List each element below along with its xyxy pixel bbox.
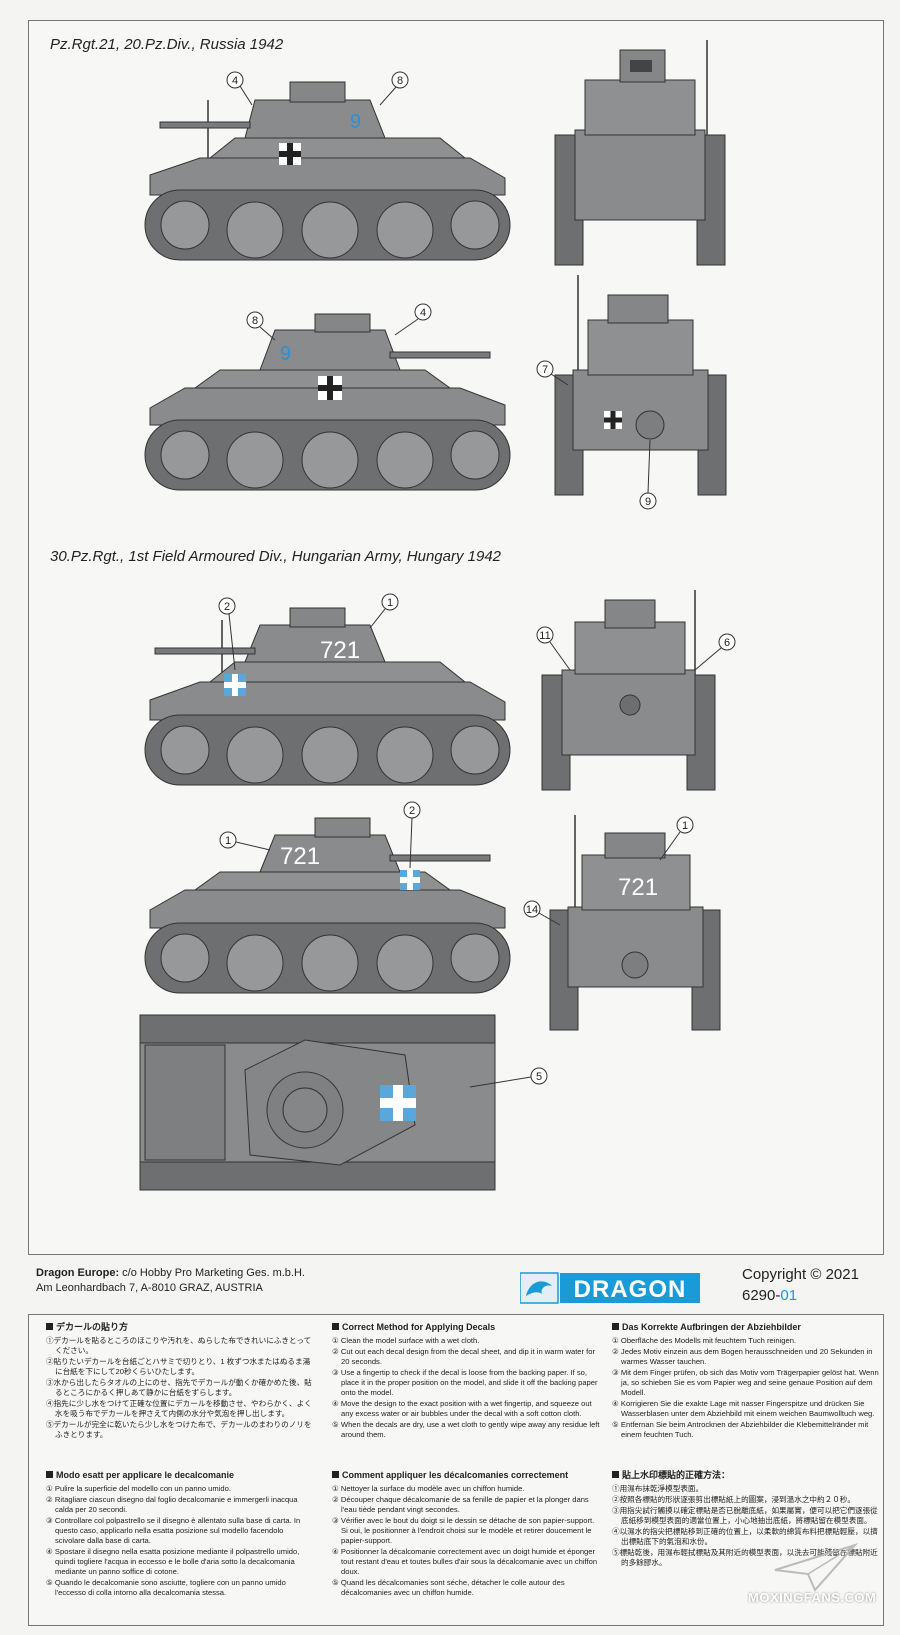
callout-marker: 8 — [397, 75, 403, 87]
product-code-suffix: 01 — [780, 1287, 798, 1304]
company-address: Dragon Europe: c/o Hobby Pro Marketing G… — [36, 1266, 305, 1296]
watermark: MOXINGFANS.COM — [748, 1590, 877, 1605]
instruction-step: ④指先に少し水をつけて正確な位置にデカールを移動させ、やわらかく、よく水を吸う布… — [46, 1399, 312, 1418]
instruction-step: ③ Vérifier avec le bout du doigt si le d… — [332, 1516, 595, 1545]
tank-top-view: 5 — [139, 1014, 548, 1191]
instruction-step: ① Oberfläche des Modells mit feuchtem Tu… — [612, 1336, 797, 1345]
instructions-english: Correct Method for Applying Decals ① Cle… — [332, 1322, 600, 1441]
instruction-step: ⑤デカールが完全に乾いたら少し水をつけた布で、デカールのまわりのノリをふきとりま… — [46, 1420, 312, 1439]
instruction-step: ③ Controllare col polpastrello se il dis… — [46, 1516, 301, 1545]
tank-side-view-2: 9 8 4 — [144, 303, 511, 491]
instructions-italian: Modo esatt per applicare le decalcomanie… — [46, 1470, 314, 1599]
instruction-step: ④ Positionner la décalcomanie correcteme… — [332, 1547, 598, 1576]
logo-text: DRAGON — [574, 1276, 687, 1303]
instruction-step: ⑤ Quando le decalcomanie sono asciutte, … — [46, 1578, 286, 1597]
product-code-prefix: 6290- — [742, 1287, 781, 1304]
callout-marker: 8 — [252, 315, 258, 327]
address-line-2: Am Leonhardbach 7, A-8010 GRAZ, AUSTRIA — [36, 1282, 263, 1294]
instruction-step: ②貼りたいデカールを台紙ごとハサミで切りとり、1 枚ずつ水またはぬるま湯に台紙を… — [46, 1357, 311, 1376]
instruction-step: ③ Mit dem Finger prüfen, ob sich das Mot… — [612, 1368, 879, 1397]
instruction-step: ①デカールを貼るところのほこりや汚れを、ぬらした布できれいにふきとってください。 — [46, 1336, 312, 1355]
instruction-step: ⑤ Quand les décalcomanies sont séche, dé… — [332, 1578, 565, 1597]
callout-marker: 4 — [420, 307, 426, 319]
callout-marker: 4 — [232, 75, 238, 87]
instruction-step: ⑤ Entfernan Sie beim Antrocknen der Abzi… — [612, 1420, 869, 1439]
instruction-step: ② Ritagliare ciascun disegno dal foglio … — [46, 1495, 298, 1514]
instruction-step: ⑤ When the decals are dry, use a wet clo… — [332, 1420, 600, 1439]
turret-number-721: 721 — [280, 843, 320, 870]
instruction-step: ⑤標貼乾後，用濕布輕拭標貼及其附近的模型表面，以洗去可能殘留在標貼附近的多餘膠水… — [612, 1548, 878, 1567]
tank-side-view-4: 721 1 2 — [144, 801, 511, 994]
section-title-german: Pz.Rgt.21, 20.Pz.Div., Russia 1942 — [50, 36, 284, 53]
section-title-hungarian: 30.Pz.Rgt., 1st Field Armoured Div., Hun… — [50, 548, 502, 565]
instructions-title: 貼上水印標貼的正確方法： — [622, 1470, 731, 1480]
instructions-german: Das Korrekte Aufbringen der Abziehbilder… — [612, 1322, 880, 1441]
callout-marker: 5 — [536, 1071, 542, 1083]
instruction-step: ①用濕布抹乾淨模型表面。 — [612, 1484, 704, 1493]
callout-marker: 9 — [645, 496, 651, 508]
callout-marker: 1 — [682, 820, 688, 832]
tank-front-view-2: 11 6 — [536, 590, 736, 791]
instructions-title: Comment appliquer les décalcomanies corr… — [342, 1470, 569, 1480]
instruction-step: ④ Spostare il disegno nella esatta posiz… — [46, 1547, 300, 1576]
callout-marker: 2 — [224, 601, 230, 613]
callout-marker: 7 — [542, 364, 548, 376]
company-name: Dragon Europe: — [36, 1267, 120, 1279]
copyright: Copyright © 2021 — [742, 1266, 859, 1283]
instruction-step: ②按照各標貼的形狀逐張剪出標貼紙上的圖案，浸到溫水之中約２０秒。 — [612, 1495, 855, 1504]
paper-plane-icon — [774, 1542, 859, 1592]
instruction-step: ③ Use a fingertip to check if the decal … — [332, 1368, 598, 1397]
tank-side-view-3: 721 2 1 — [144, 593, 511, 786]
callout-marker: 1 — [225, 835, 231, 847]
instructions-chinese: 貼上水印標貼的正確方法： ①用濕布抹乾淨模型表面。 ②按照各標貼的形狀逐張剪出標… — [612, 1470, 880, 1569]
callout-marker: 11 — [539, 630, 550, 642]
turret-number-721: 721 — [618, 874, 658, 901]
instruction-step: ② Cut out each decal design from the dec… — [332, 1347, 596, 1366]
instruction-step: ④ Korrigieren Sie die exakte Lage mit na… — [612, 1399, 875, 1418]
instructions-title: Das Korrekte Aufbringen der Abziehbilder — [622, 1322, 801, 1332]
tank-side-view-1: 9 4 8 — [144, 71, 511, 261]
callout-marker: 1 — [387, 597, 393, 609]
callout-marker: 14 — [526, 904, 538, 916]
tank-rear-view-1: 7 9 — [536, 275, 727, 510]
instructions-title: デカールの貼り方 — [56, 1322, 129, 1332]
footer: Dragon Europe: c/o Hobby Pro Marketing G… — [36, 1266, 876, 1306]
instructions-japanese: デカールの貼り方 ①デカールを貼るところのほこりや汚れを、ぬらした布できれいにふ… — [46, 1322, 314, 1441]
instruction-step: ① Nettoyer la surface du modèle avec un … — [332, 1484, 525, 1493]
instruction-step: ② Découper chaque décalcomanie de sa fen… — [332, 1495, 589, 1514]
turret-number-721: 721 — [320, 637, 360, 664]
instructions-title: Correct Method for Applying Decals — [342, 1322, 496, 1332]
address-line-1: c/o Hobby Pro Marketing Ges. m.b.H. — [119, 1267, 305, 1279]
dragon-logo: DRAGON — [520, 1272, 700, 1304]
turret-number: 9 — [280, 343, 291, 365]
instruction-step: ② Jedes Motiv einzein aus dem Bogen hera… — [612, 1347, 873, 1366]
callout-marker: 6 — [724, 637, 730, 649]
decal-instructions — [28, 1314, 884, 1626]
instructions-french: Comment appliquer les décalcomanies corr… — [332, 1470, 600, 1599]
instruction-step: ④ Move the design to the exact position … — [332, 1399, 592, 1418]
instruction-step: ④以濕水的指尖把標貼移到正確的位置上，以柔軟的綿質布料把標貼輕壓，以擠出標貼底下… — [612, 1527, 878, 1546]
tank-rear-view-2: 721 1 14 — [523, 815, 721, 1031]
callout-marker: 2 — [409, 805, 415, 817]
tank-front-view-1 — [554, 40, 726, 266]
instruction-step: ① Pulire la superficie del modello con u… — [46, 1484, 231, 1493]
instruction-step: ③用指尖試行觸摸以確定標貼是否已脫離底紙，如果屬實，便可以把它們逐張從底紙移到模… — [612, 1506, 878, 1525]
product-code: 6290-01 — [742, 1287, 797, 1304]
turret-number: 9 — [350, 111, 361, 133]
instructions-title: Modo esatt per applicare le decalcomanie — [56, 1470, 235, 1480]
instruction-step: ① Clean the model surface with a wet clo… — [332, 1336, 480, 1345]
instruction-step: ③水から出したらタオルの上にのせ、指先でデカールが動くか確かめた後、貼るところに… — [46, 1378, 312, 1397]
